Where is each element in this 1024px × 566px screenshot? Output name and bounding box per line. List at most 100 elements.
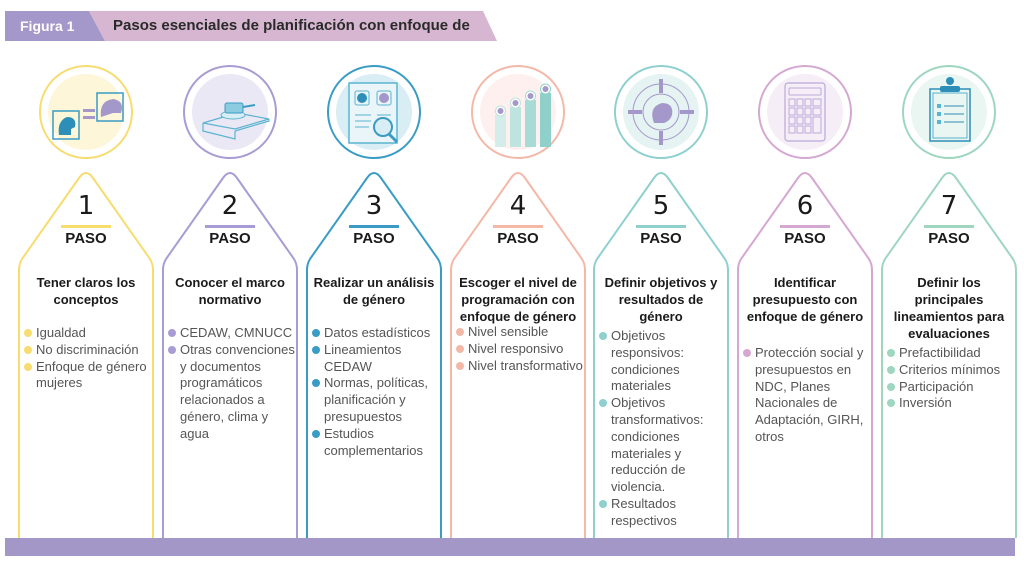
bullet-dot-icon [168, 345, 176, 354]
step-number: 2 [221, 191, 239, 221]
step-title: Tener claros los conceptos [36, 275, 136, 307]
step-underline [205, 225, 255, 228]
clipboard-checklist-icon [902, 65, 996, 159]
step-item-text: Objetivos transformativos: condiciones m… [611, 395, 704, 495]
bullet-dot-icon [456, 344, 464, 353]
step-label: PASO [497, 230, 539, 247]
step-label: PASO [209, 230, 251, 247]
step-item-text: Nivel responsivo [468, 340, 564, 356]
step-item: Normas, políticas, planificación y presu… [311, 375, 441, 425]
bottom-bar [5, 538, 1015, 556]
step-title: Escoger el nivel de programación con enf… [459, 275, 577, 324]
step-frame [593, 172, 729, 538]
step-item: Protección social y presupuestos en NDC,… [742, 345, 872, 446]
step-item: Objetivos responsivos: condiciones mater… [598, 328, 728, 395]
step-item: Inversión [886, 395, 1016, 412]
bullet-dot-icon [168, 329, 176, 337]
step-item: Nivel transformativo [455, 358, 585, 375]
step-column-1: 1 PASO Tener claros los conceptos Iguald… [15, 60, 157, 540]
bullet-dot-icon [312, 379, 320, 388]
bullet-dot-icon [312, 329, 320, 337]
level-bars-icon [471, 65, 565, 159]
step-number: 5 [652, 191, 670, 221]
bullet-dot-icon [312, 429, 320, 438]
step-item: Estudios complementarios [311, 426, 441, 460]
step-item: Nivel responsivo [455, 341, 585, 358]
bullet-dot-icon [887, 382, 895, 391]
step-item: No discriminación [23, 342, 153, 359]
step-item-text: Normas, políticas, planificación y presu… [324, 375, 429, 424]
calculator-icon [758, 65, 852, 159]
step-column-4: 4 PASO Escoger el nivel de programación … [447, 60, 589, 540]
step-items: Objetivos responsivos: condiciones mater… [598, 328, 728, 530]
step-number: 7 [940, 191, 958, 221]
step-column-2: 2 PASO Conocer el marco normativo CEDAW,… [159, 60, 301, 540]
bullet-dot-icon [887, 365, 895, 374]
step-item: Enfoque de género mujeres [23, 359, 153, 393]
step-items: CEDAW, CMNUCC Otras convenciones y docume… [167, 325, 297, 443]
step-title: Realizar un análisis de género [313, 275, 435, 307]
step-item: Igualdad [23, 325, 153, 342]
step-item: CEDAW, CMNUCC [167, 325, 297, 342]
step-number: 4 [509, 191, 527, 221]
bullet-dot-icon [599, 399, 607, 408]
equality-faces-icon [39, 65, 133, 159]
bullet-dot-icon [599, 332, 607, 340]
step-item-text: Enfoque de género mujeres [36, 358, 147, 391]
step-label: PASO [640, 230, 682, 247]
step-item: Criterios mínimos [886, 362, 1016, 379]
step-item-text: Datos estadísticos [324, 325, 431, 340]
step-column-7: 7 PASO Definir los principales lineamien… [878, 60, 1020, 540]
step-underline [924, 225, 974, 228]
step-label: PASO [353, 230, 395, 247]
step-item-text: Lineamientos CEDAW [324, 341, 402, 374]
figure-title: Pasos esenciales de planificación con en… [89, 11, 497, 41]
step-frame [306, 172, 442, 538]
step-item-text: Nivel sensible [468, 324, 549, 339]
step-item-text: CEDAW, CMNUCC [180, 325, 293, 340]
step-frame [162, 172, 298, 538]
step-item-text: Resultados respectivos [611, 495, 677, 528]
step-item: Participación [886, 379, 1016, 396]
step-label: PASO [928, 230, 970, 247]
step-title: Definir objetivos y resultados de género [604, 275, 718, 324]
step-item: Otras convenciones y documentos programá… [167, 342, 297, 443]
bullet-dot-icon [743, 349, 751, 357]
step-frame [737, 172, 873, 538]
bullet-dot-icon [24, 345, 32, 354]
step-column-5: 5 PASO Definir objetivos y resultados de… [590, 60, 732, 540]
step-underline [780, 225, 830, 228]
step-frame [881, 172, 1017, 538]
step-item-text: Inversión [899, 395, 952, 411]
step-underline [61, 225, 111, 228]
step-item-text: Objetivos responsivos: condiciones mater… [611, 328, 684, 394]
step-title: Definir los principales lineamientos par… [893, 275, 1005, 341]
step-number: 3 [365, 191, 383, 221]
step-item-text: No discriminación [36, 341, 139, 357]
step-number: 6 [796, 191, 814, 221]
step-item-text: Estudios complementarios [324, 425, 423, 458]
step-underline [493, 225, 543, 228]
step-underline [636, 225, 686, 228]
step-frame [450, 172, 586, 538]
step-item-text: Criterios mínimos [899, 361, 1001, 377]
step-item-text: Igualdad [36, 325, 86, 340]
step-item-text: Nivel transformativo [468, 357, 583, 373]
bullet-dot-icon [887, 349, 895, 357]
step-items: Protección social y presupuestos en NDC,… [742, 345, 872, 446]
target-icon [614, 65, 708, 159]
bullet-dot-icon [887, 399, 895, 408]
step-column-3: 3 PASO Realizar un análisis de género Da… [303, 60, 445, 540]
step-title: Conocer el marco normativo [175, 275, 285, 307]
step-item: Resultados respectivos [598, 496, 728, 530]
step-item-text: Prefactibilidad [899, 345, 981, 360]
step-item-text: Protección social y presupuestos en NDC,… [755, 345, 864, 444]
step-item: Nivel sensible [455, 324, 585, 341]
step-item: Lineamientos CEDAW [311, 342, 441, 376]
bullet-dot-icon [312, 345, 320, 354]
step-label: PASO [65, 230, 107, 247]
step-column-6: 6 PASO Identificar presupuesto con enfoq… [734, 60, 876, 540]
bullet-dot-icon [599, 499, 607, 508]
figure-label: Figura 1 [5, 11, 105, 41]
